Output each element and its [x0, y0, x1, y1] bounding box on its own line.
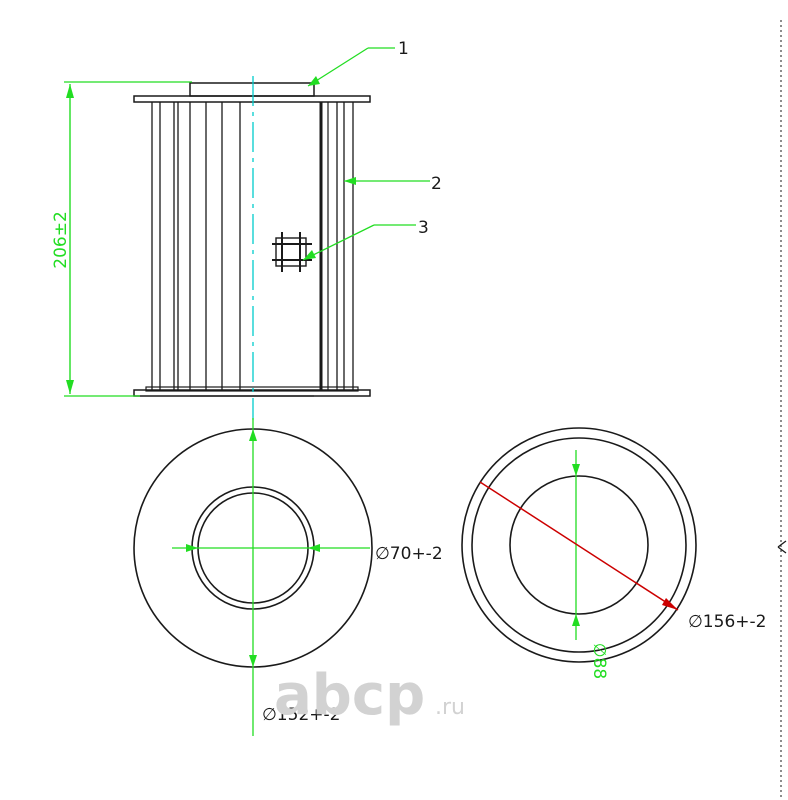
bottom-second-ring: [471, 437, 687, 653]
watermark-suffix: .ru: [435, 695, 465, 720]
height-label: 206±2: [51, 211, 71, 269]
callout-2-label: 2: [431, 174, 442, 194]
callout-1-label: 1: [398, 39, 409, 59]
watermark-brand: abcp: [274, 663, 425, 728]
top-cap: [189, 82, 315, 97]
top-end-plate: [133, 95, 371, 103]
bottom-inner-ring: [509, 475, 649, 615]
filter-pleats: [151, 102, 354, 390]
height-dimension: 206±2: [51, 81, 192, 397]
seal-diameter-label: ∅156+-2: [688, 612, 766, 632]
side-view: 206±2 1 2 3: [51, 39, 442, 420]
top-view: ∅70+-2 ∅152+-2: [133, 418, 443, 736]
callout-3-label: 3: [418, 218, 429, 238]
callout-3: 3: [302, 218, 429, 261]
watermark: abcp .ru: [274, 663, 465, 728]
inner-diameter-label: ∅70+-2: [375, 544, 443, 564]
mesh-symbol: [272, 232, 312, 272]
edge-fragment: [777, 540, 787, 548]
seal-diameter-line: [479, 481, 679, 611]
callout-2: 2: [344, 174, 442, 194]
outer-diameter-label: ∅152+-2: [262, 705, 340, 725]
bottom-view: ∅156+-2 ∅88: [461, 20, 787, 800]
bottom-inner-label: ∅88: [589, 643, 609, 679]
bottom-outer-ring: [461, 427, 697, 663]
bottom-plate-inner: [145, 386, 359, 392]
callout-1: 1: [307, 39, 409, 87]
